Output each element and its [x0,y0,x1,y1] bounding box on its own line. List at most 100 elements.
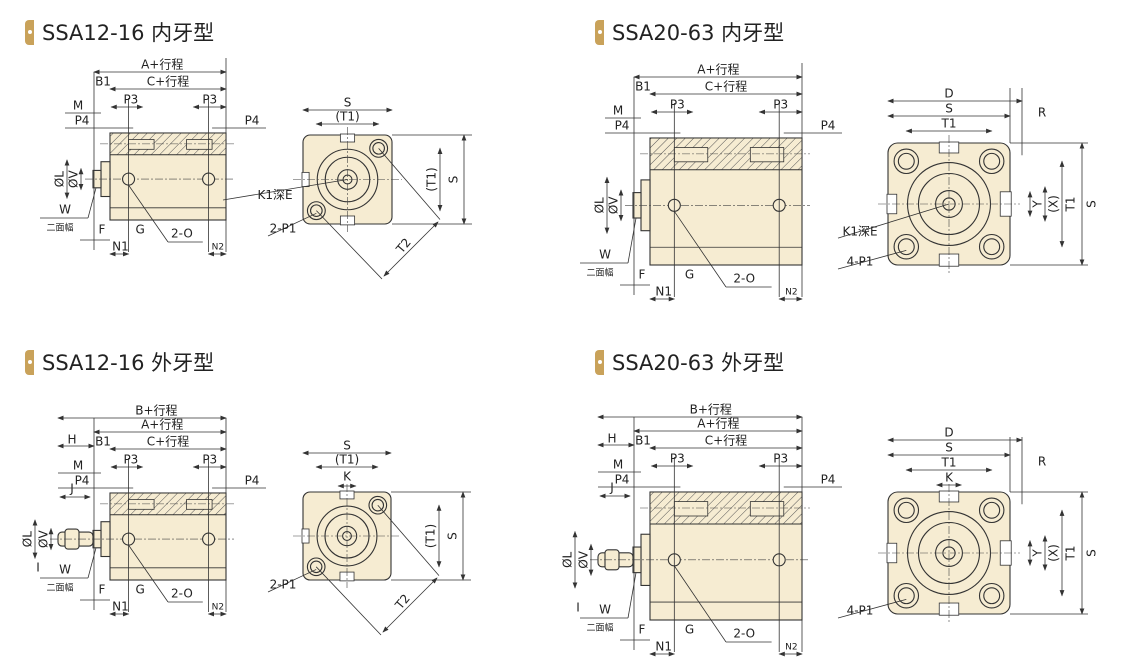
dimension-label: C+行程 [147,74,189,89]
dimension-label: C+行程 [147,434,189,449]
dimension-label: P3 [123,93,138,107]
dimension-label: G [136,583,145,597]
dimension-label: P4 [615,119,630,133]
dimension-label: M [73,99,83,113]
dimension-label: N2 [785,288,797,298]
mounting-hole-inner [897,587,915,605]
dimension-label: T1 [1064,197,1078,213]
line [673,565,727,643]
dimension-label: Y [1031,549,1045,558]
dimension-label: M [613,104,623,118]
dimension-label: P4 [615,473,630,487]
dimension-label: ØV [577,550,591,568]
dimension-label: 二面幅 [586,267,613,279]
line [316,210,383,280]
dimension-label: G [136,223,145,237]
mounting-hole-inner [983,587,1001,605]
title-text: SSA20-63 内牙型 [612,21,785,45]
dimension-label: 2-P1 [270,222,297,236]
dimension-label: N1 [655,285,672,299]
dimension-label: 二面幅 [46,582,73,594]
dimension-label: J [69,482,74,496]
dimension-label: 2-O [733,272,755,286]
bullet-icon [25,19,34,45]
dimension-label: F [639,623,646,637]
dimension-label: W [59,563,71,577]
dimension-label: I [36,561,40,575]
dimension-label: T1 [1064,546,1078,562]
dimension-label: B+行程 [690,402,732,417]
dimension-label: N2 [212,243,224,253]
line [315,566,382,636]
dimension-label: T1 [941,456,957,470]
dimension-label: T1 [941,117,957,131]
dimension-label: B1 [95,75,111,89]
dimension-label: N2 [212,603,224,613]
dimension-label: D [944,87,953,101]
dimension-label: A+行程 [141,57,183,72]
dimension-label: B1 [635,80,651,94]
dimension-label: M [613,458,623,472]
dimension-label: G [685,268,694,282]
dimension-label: H [67,433,76,447]
line [378,148,441,220]
port-bore [128,139,155,150]
dimension-label: 2-P1 [270,578,297,592]
dimension-label: M [73,459,83,473]
dimension-label: N1 [112,600,129,614]
line [267,212,317,237]
dimension-label: P3 [670,452,685,466]
section-title-ssa20-63-inner: SSA20-63 内牙型 [595,17,784,47]
dimension-label: P4 [245,114,260,128]
dimension-label: K [945,471,954,485]
dimension-label: N1 [112,240,129,254]
dimension-label: ØV [37,529,51,547]
dimension-label: (T1) [335,110,359,124]
dimension-label: 4-P1 [847,255,874,269]
dimension-label: 2-O [171,227,193,241]
line [627,217,637,264]
line [837,203,950,239]
title-text: SSA12-16 外牙型 [42,351,215,375]
dimension-label: S [1085,200,1099,208]
dimension-label: (T1) [335,453,359,467]
line [267,569,317,593]
port-bore [128,499,155,510]
dimension-label: F [639,268,646,282]
dimension-label: A+行程 [141,417,183,432]
line [627,572,637,619]
dimension-line [382,577,438,633]
dimension-label: 2-O [733,627,755,641]
bullet-icon [595,349,604,375]
port-bore [673,147,709,163]
dimension-label: A+行程 [697,416,739,431]
port-bore [673,501,709,517]
dimension-label: R [1038,455,1046,469]
dimension-label: B+行程 [135,403,177,418]
dimension-label: ØL [21,531,35,547]
dimension-label: T2 [392,591,413,612]
dimension-label: P3 [773,98,788,112]
dimension-label: P4 [245,474,260,488]
line [87,187,97,219]
bullet-icon [595,19,604,45]
title-text: SSA20-63 外牙型 [612,351,785,375]
dimension-label: ØV [607,196,621,214]
line [673,211,727,288]
mounting-hole-inner [897,501,915,519]
dimension-label: 二面幅 [46,222,73,234]
line [128,544,169,603]
dimension-label: K1深E [257,188,292,202]
dimension-label: N2 [785,643,797,653]
dimension-line [383,221,439,277]
dimension-label: W [599,603,611,617]
line [222,179,348,201]
dimension-label: P4 [821,473,836,487]
dimension-label: P4 [821,119,836,133]
dimension-label: P4 [75,474,90,488]
